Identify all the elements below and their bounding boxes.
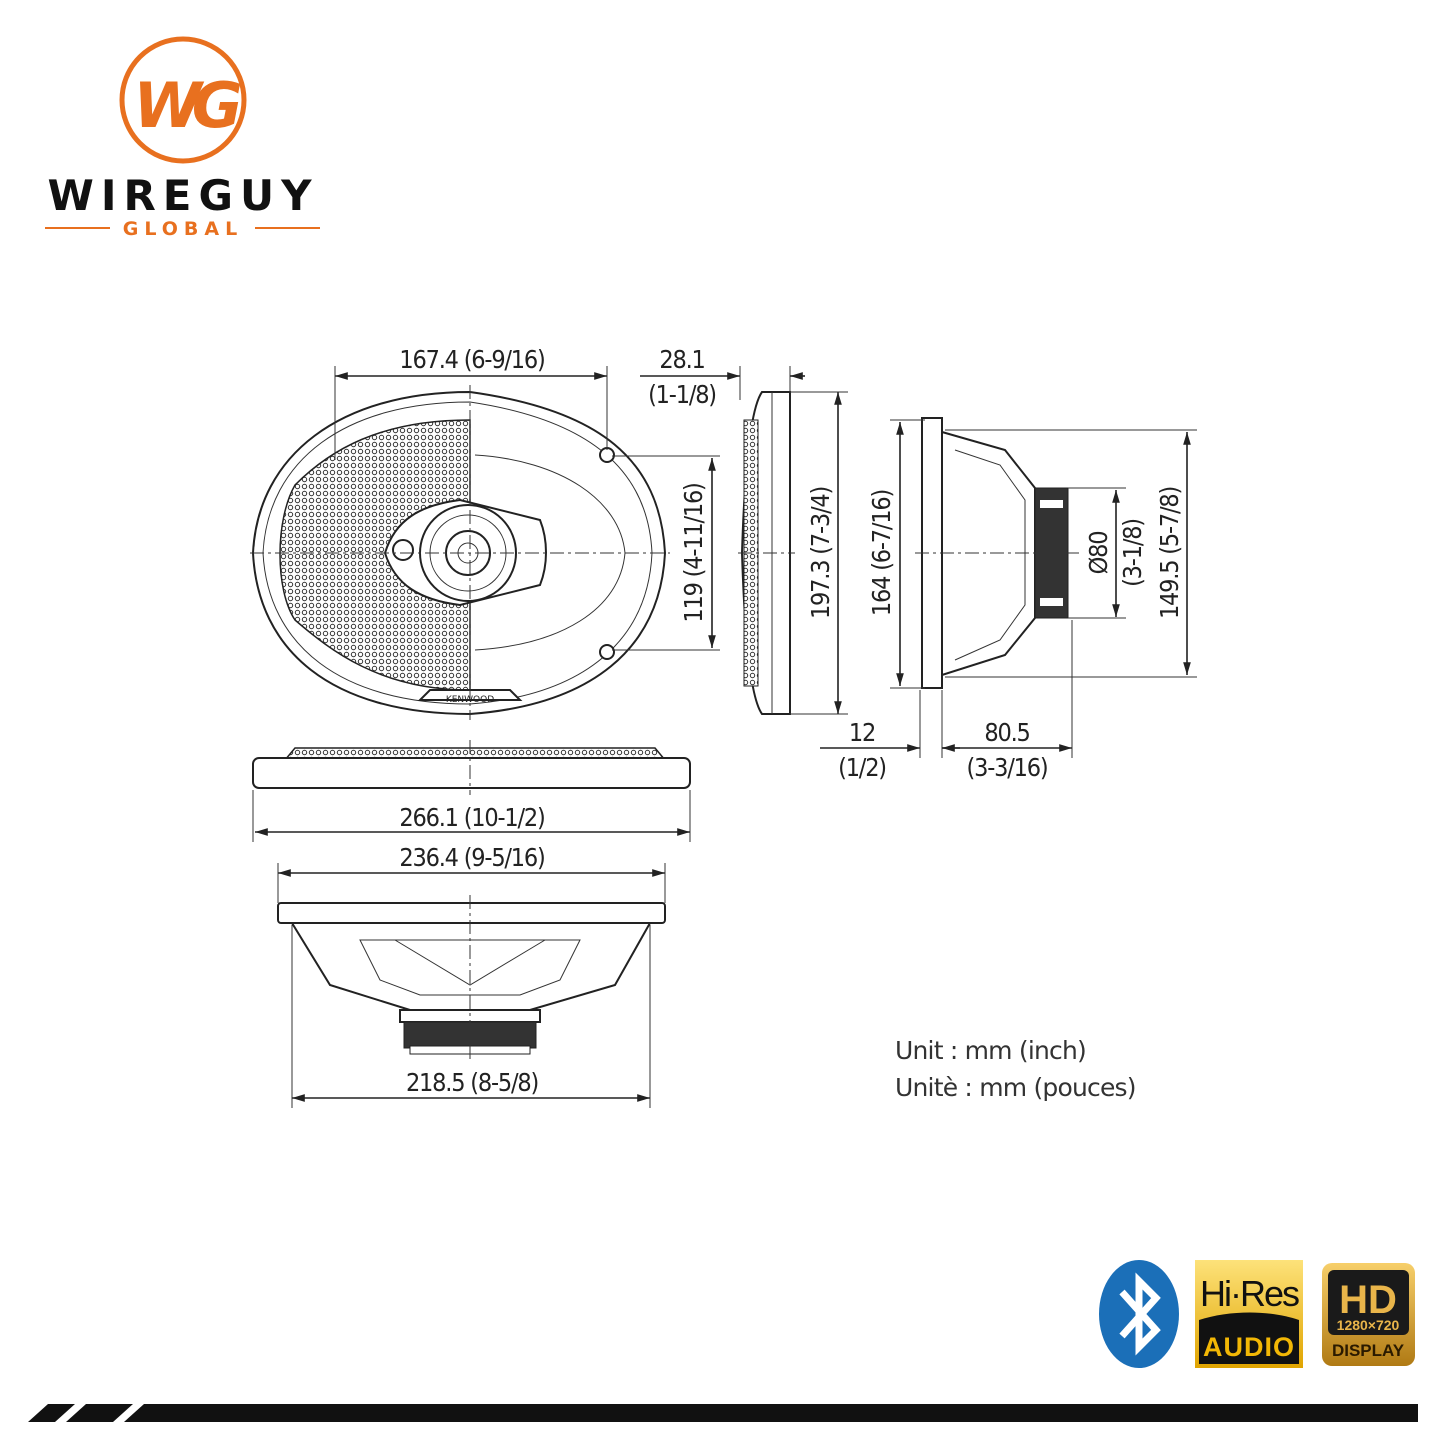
audio-text: AUDIO: [1203, 1332, 1295, 1362]
logo-brand-top: WIREGUY: [48, 171, 319, 220]
unit-label-fr: Unitè : mm (pouces): [895, 1073, 1136, 1102]
dim-flange-mm: 12: [849, 718, 875, 747]
hires-audio-badge: Hi·Res AUDIO: [1195, 1260, 1303, 1368]
dimension-lines: [252, 366, 1197, 1108]
hires-text: Hi·Res: [1200, 1273, 1299, 1314]
dim-magnet-dia-in: (3-1/8): [1118, 519, 1147, 587]
speaker-side-view: [738, 391, 795, 715]
dim-frame-width: 236.4 (9-5/16): [399, 843, 544, 872]
hd-display-badge: HD 1280×720 DISPLAY: [1322, 1263, 1415, 1366]
dim-cutout-width: 218.5 (8-5/8): [406, 1068, 538, 1097]
wireguy-logo: WG WIREGUY GLOBAL: [45, 36, 320, 240]
speaker-rear-side-view: [915, 417, 1080, 689]
dim-front-width: 167.4 (6-9/16): [399, 345, 544, 374]
logo-monogram: WG: [133, 69, 240, 142]
speaker-top-view: [252, 740, 691, 795]
dim-depth-top-mm: 28.1: [659, 345, 704, 374]
dim-front-mount-height: 119 (4-11/16): [679, 483, 708, 622]
bluetooth-badge: [1099, 1260, 1179, 1368]
footer-stripe: [28, 1404, 1418, 1422]
unit-label-en: Unit : mm (inch): [895, 1036, 1086, 1065]
dim-side-height: 197.3 (7-3/4): [806, 487, 835, 619]
logo-ring: [119, 36, 247, 164]
dim-mount-depth-in: (3-3/16): [967, 753, 1048, 782]
logo-brand-bottom: GLOBAL: [123, 218, 243, 240]
display-text: DISPLAY: [1332, 1341, 1405, 1360]
dim-depth-top-in: (1-1/8): [648, 380, 716, 409]
speaker-brand-label: KENWOOD: [446, 695, 494, 705]
hd-resolution-text: 1280×720: [1337, 1317, 1400, 1333]
dim-rear-frame-height: 149.5 (5-7/8): [1155, 487, 1184, 619]
bluetooth-icon: [1119, 1272, 1161, 1356]
dim-magnet-dia-mm: Ø80: [1084, 532, 1113, 575]
dim-flange-in: (1/2): [838, 753, 886, 782]
dim-overall-width: 266.1 (10-1/2): [399, 803, 544, 832]
dim-mount-depth-mm: 80.5: [984, 718, 1029, 747]
dim-rear-height: 164 (6-7/16): [867, 490, 896, 616]
dimension-labels: 167.4 (6-9/16) 28.1 (1-1/8) 119 (4-11/16…: [399, 345, 1184, 1102]
speaker-front-view: KENWOOD: [250, 385, 670, 720]
speaker-bottom-view: [277, 895, 666, 1060]
hd-text: HD: [1339, 1278, 1397, 1322]
